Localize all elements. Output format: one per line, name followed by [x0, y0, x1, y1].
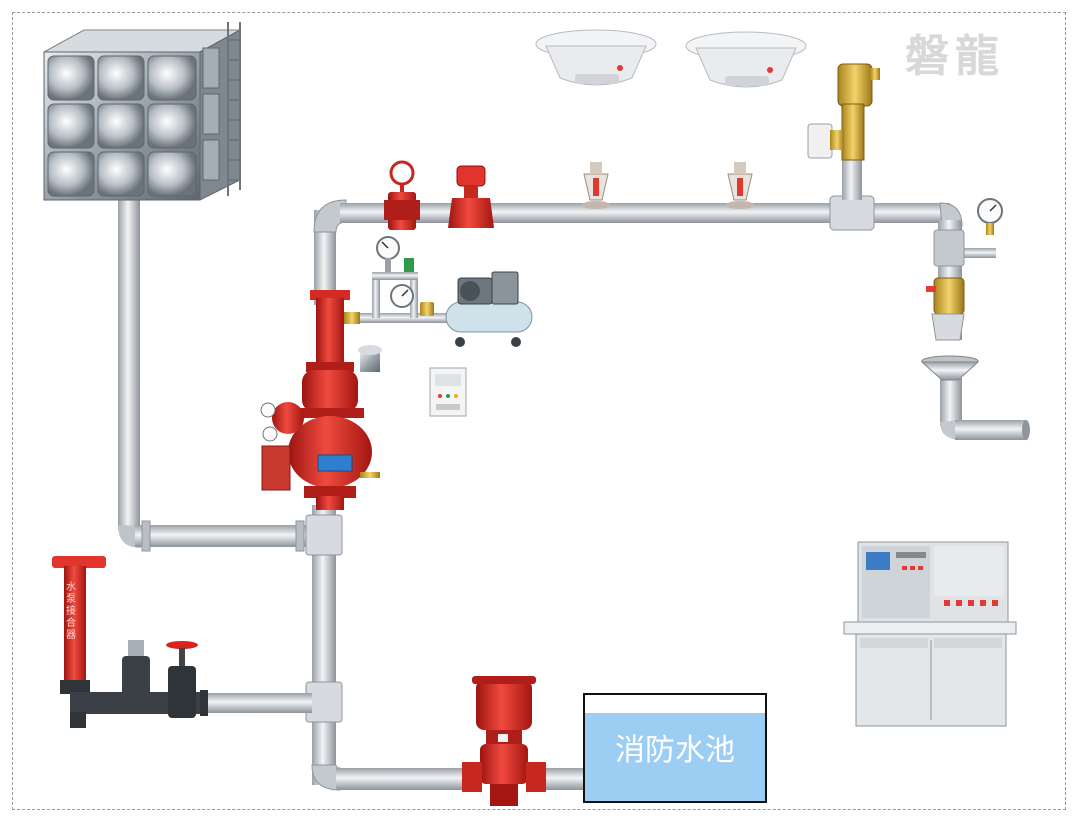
drain-funnel-icon [920, 355, 980, 381]
main-riser-upper [314, 210, 336, 305]
pump-suction-pipe [336, 768, 466, 790]
fire-pump-icon [462, 676, 546, 806]
pressure-gauge-icon [260, 402, 276, 418]
pump-adapter-label: 水泵接合器 [66, 582, 76, 641]
smoke-detector-icon [685, 31, 807, 88]
pipe-network [118, 150, 1030, 791]
tank-ladder [227, 22, 241, 196]
exhaust-valve-icon [807, 63, 880, 161]
smoke-detector-icon [535, 29, 657, 86]
adapter-pipe [200, 693, 312, 713]
pressure-gauge-icon [376, 236, 400, 272]
solenoid-valve [404, 258, 414, 272]
pressure-gauge-icon [390, 284, 414, 308]
sprinkler-icon [726, 162, 754, 209]
water-flow-indicator-icon [448, 165, 494, 228]
pool-label: 消防水池 [615, 733, 735, 768]
sprinkler-icon [582, 162, 610, 209]
pump-adapter-icon [52, 556, 200, 728]
end-test-device-icon [926, 198, 1003, 341]
control-panel-icon [429, 367, 467, 417]
gate-valve-icon [166, 641, 198, 718]
water-tank-icon [43, 22, 241, 201]
safety-valve-icon [122, 640, 150, 696]
diagram-frame [12, 12, 1066, 810]
tank-horizontal-pipe [135, 525, 315, 547]
watermark: 磐龍 [905, 31, 1005, 82]
tank-downpipe [118, 195, 140, 530]
signal-valve-icon [384, 160, 420, 230]
fire-alarm-controller-icon [843, 541, 1017, 727]
fire-water-pool [583, 693, 767, 803]
air-compressor-icon [445, 271, 533, 347]
alarm-valve-icon [260, 290, 382, 510]
